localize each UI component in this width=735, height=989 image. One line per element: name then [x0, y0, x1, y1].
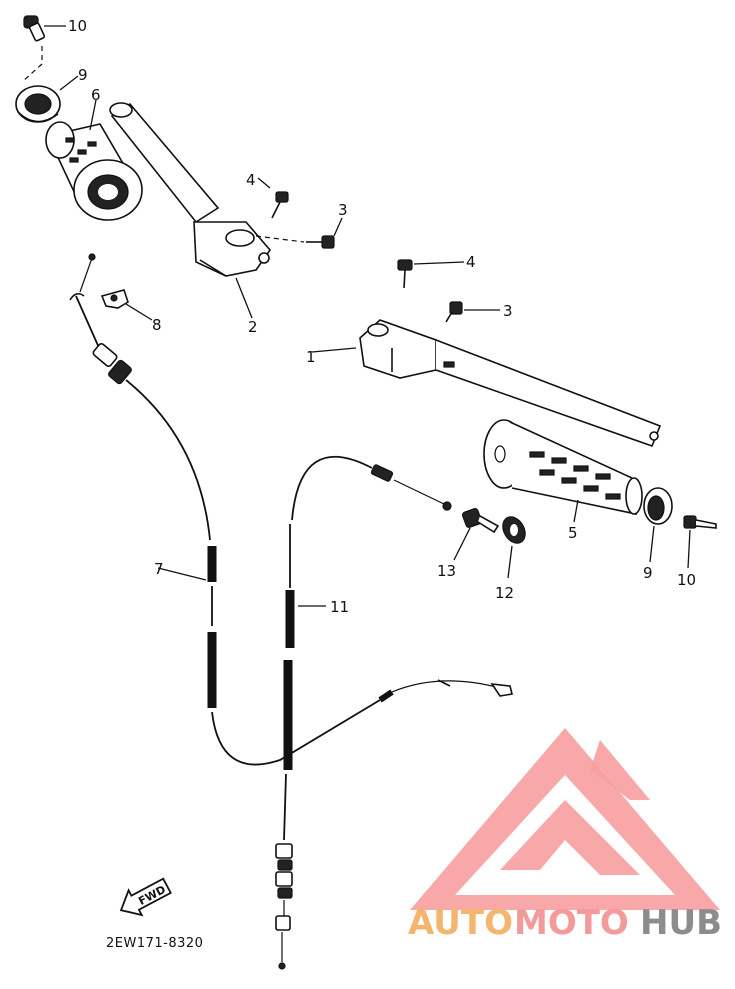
- callout-5: 5: [568, 524, 578, 542]
- leader-3a: [333, 217, 343, 237]
- leader-1: [311, 347, 357, 353]
- leader-6: [89, 99, 97, 131]
- leader-4a: [257, 177, 271, 189]
- screw-4-right: [397, 259, 413, 289]
- fwd-arrow-icon: FWD: [119, 877, 172, 917]
- callout-11: 11: [330, 598, 349, 616]
- dashed-line-left-group: [21, 46, 43, 83]
- callout-2: 2: [248, 318, 258, 336]
- screw-3-right: [445, 301, 463, 323]
- left-handlebar-2: [109, 102, 272, 277]
- leader-13: [453, 527, 471, 561]
- right-handlebar-1: [359, 319, 662, 448]
- callout-4-left: 4: [246, 171, 256, 189]
- callout-8: 8: [152, 316, 162, 334]
- leader-10b: [687, 529, 691, 569]
- throttle-cable-7: [69, 253, 513, 766]
- watermark-text-auto: AUTO: [408, 903, 513, 943]
- leader-4b: [413, 261, 465, 265]
- callout-9-right: 9: [643, 564, 653, 582]
- bar-end-weight-9-right: [643, 487, 673, 525]
- watermark-text-hub: HUB: [640, 903, 722, 943]
- leader-2: [235, 277, 253, 319]
- leader-5: [573, 499, 579, 523]
- screw-4-left: [271, 191, 289, 219]
- leader-7: [157, 567, 207, 581]
- callout-4-right: 4: [466, 253, 476, 271]
- callout-7: 7: [154, 560, 164, 578]
- watermark-logo: [410, 728, 720, 910]
- watermark-text-moto: MOTO: [514, 903, 629, 943]
- clip-8: [100, 289, 129, 309]
- right-grip-5: [483, 419, 643, 516]
- callout-12: 12: [495, 584, 514, 602]
- callout-6: 6: [91, 86, 101, 104]
- screw-3-left: [306, 235, 335, 249]
- callout-1: 1: [306, 348, 316, 366]
- locknut-12: [502, 516, 526, 544]
- diagram-code: 2EW171-8320: [106, 936, 203, 951]
- callout-10-top: 10: [68, 17, 87, 35]
- callout-10-right: 10: [677, 571, 696, 589]
- callout-3-right: 3: [503, 302, 513, 320]
- bolt-10-left: [23, 15, 46, 42]
- leader-9a: [59, 75, 79, 91]
- leader-8: [125, 303, 153, 321]
- callout-13: 13: [437, 562, 456, 580]
- callout-9-top: 9: [78, 66, 88, 84]
- callout-3-left: 3: [338, 201, 348, 219]
- leader-9b: [649, 525, 655, 563]
- leader-12: [507, 545, 513, 579]
- dashed-line-screw-3-left: [255, 235, 305, 243]
- adjuster-13: [461, 507, 500, 534]
- clutch-cable-11: [275, 455, 452, 970]
- throttle-grip-6: [45, 121, 143, 221]
- bolt-10-right: [683, 515, 717, 529]
- bar-end-weight-9-left: [15, 85, 61, 123]
